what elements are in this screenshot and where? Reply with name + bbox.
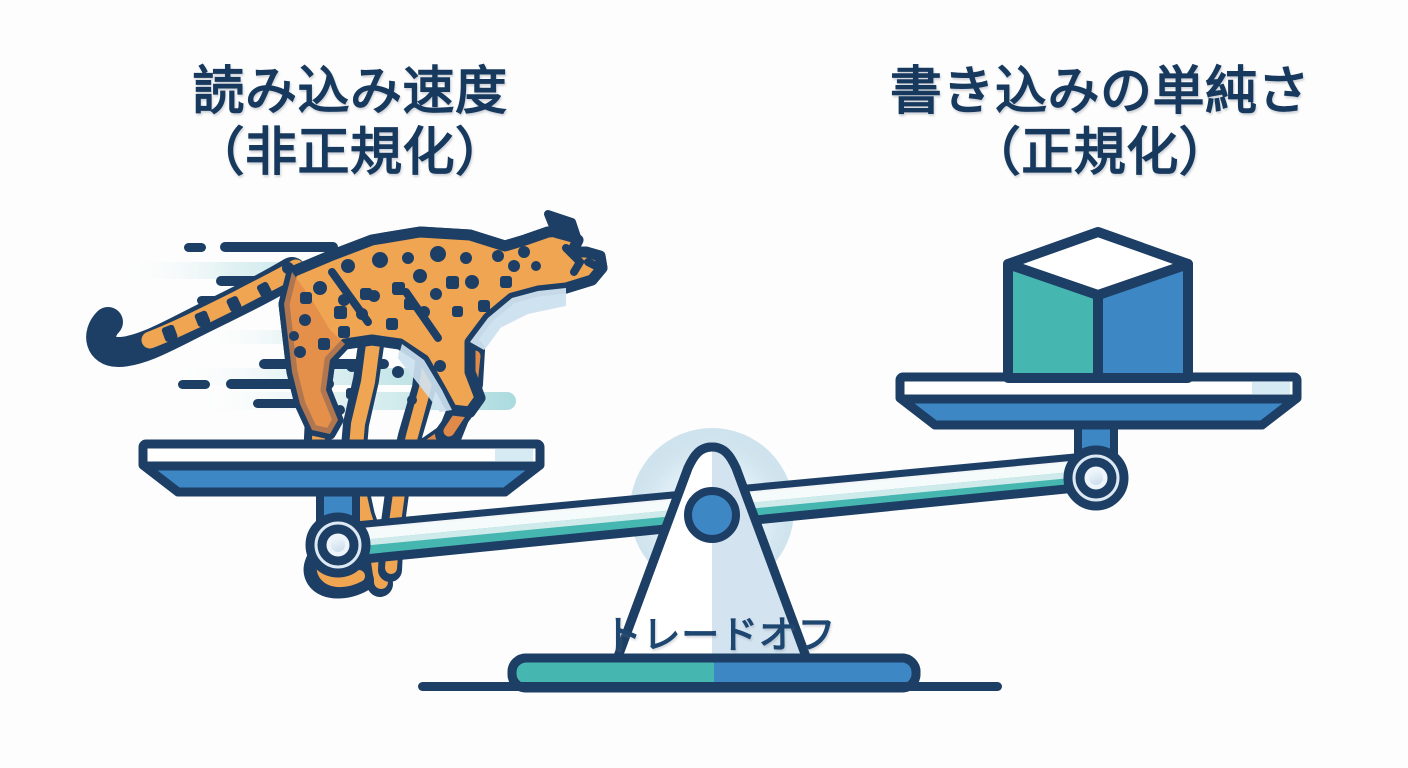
left-pivot-wheel-icon — [305, 512, 371, 578]
left-title-line2: （非正規化） — [192, 124, 508, 183]
right-title-line1: 書き込みの単純さ — [889, 63, 1311, 121]
cube-icon — [1003, 227, 1193, 383]
left-pan — [138, 439, 545, 578]
right-title: 書き込みの単純さ （正規化） — [800, 62, 1400, 185]
right-title-line2: （正規化） — [968, 124, 1232, 183]
right-pivot-wheel-icon — [1063, 445, 1129, 511]
ground-line — [418, 682, 1002, 691]
fulcrum-label: トレードオフ — [603, 615, 837, 657]
left-title-line1: 読み込み速度 — [192, 63, 508, 121]
scale-base — [418, 653, 1002, 693]
pivot-point-icon — [684, 487, 740, 543]
left-title: 読み込み速度 （非正規化） — [90, 62, 610, 185]
